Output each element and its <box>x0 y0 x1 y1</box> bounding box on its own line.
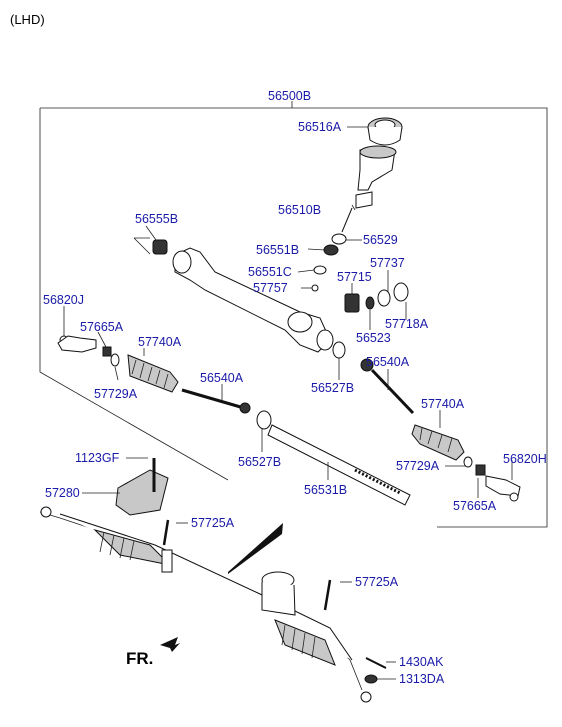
front-direction-label: FR. <box>126 649 153 668</box>
bushing-part <box>133 237 168 255</box>
part-label-57718A[interactable]: 57718A <box>385 317 429 331</box>
locknut-part <box>393 282 409 302</box>
part-label-56500B[interactable]: 56500B <box>268 89 311 103</box>
seal-ring-part <box>331 233 347 245</box>
part-label-57737[interactable]: 57737 <box>370 256 405 270</box>
seal-part <box>323 244 339 256</box>
valve-housing-part <box>341 145 397 233</box>
part-label-57725A-upper[interactable]: 57725A <box>191 516 235 530</box>
heat-shield-part <box>115 469 169 516</box>
part-label-1430AK[interactable]: 1430AK <box>399 655 444 669</box>
boot-right-part <box>411 424 473 468</box>
tie-rod-end-right-part <box>475 464 521 502</box>
part-label-56531B[interactable]: 56531B <box>304 483 347 497</box>
part-label-56820H[interactable]: 56820H <box>503 452 547 466</box>
yoke-plug-part <box>377 289 391 307</box>
boot-left-part <box>110 353 179 393</box>
yoke-part <box>344 293 360 313</box>
part-label-57729A-left[interactable]: 57729A <box>94 387 138 401</box>
part-label-57280[interactable]: 57280 <box>45 486 80 500</box>
part-label-56516A[interactable]: 56516A <box>298 120 342 134</box>
part-label-57665A-right[interactable]: 57665A <box>453 499 497 513</box>
inner-tie-rod-left-part <box>181 388 251 414</box>
part-label-56527B-left[interactable]: 56527B <box>238 455 281 469</box>
part-label-57725A-lower[interactable]: 57725A <box>355 575 399 589</box>
pinion-cover-part <box>367 117 403 146</box>
part-label-1313DA[interactable]: 1313DA <box>399 672 445 686</box>
part-label-56551C[interactable]: 56551C <box>248 265 292 279</box>
part-label-56527B-right[interactable]: 56527B <box>311 381 354 395</box>
part-label-1123GF[interactable]: 1123GF <box>75 451 120 465</box>
part-label-56551B[interactable]: 56551B <box>256 243 299 257</box>
assembly-arrow <box>228 523 283 574</box>
cotter-pin-part <box>365 657 387 669</box>
part-label-56820J[interactable]: 56820J <box>43 293 84 307</box>
part-label-57665A-left[interactable]: 57665A <box>80 320 124 334</box>
part-label-56529[interactable]: 56529 <box>363 233 398 247</box>
part-label-56510B[interactable]: 56510B <box>278 203 321 217</box>
part-label-56540A-right[interactable]: 56540A <box>366 355 410 369</box>
bolt-part <box>323 579 332 611</box>
front-arrow-icon <box>160 637 180 652</box>
part-label-57715[interactable]: 57715 <box>337 270 372 284</box>
tie-rod-end-left-part <box>57 335 112 357</box>
part-label-57757[interactable]: 57757 <box>253 281 288 295</box>
castle-nut-part <box>364 674 378 684</box>
o-ring-part <box>313 265 327 275</box>
bolt-part <box>162 519 170 546</box>
part-label-57740A-left[interactable]: 57740A <box>138 335 182 349</box>
ring-part <box>332 341 346 359</box>
rack-housing-part <box>172 247 334 353</box>
inner-tie-rod-right-part <box>360 358 415 415</box>
part-label-56523[interactable]: 56523 <box>356 331 391 345</box>
rack-bar-part <box>267 424 411 506</box>
part-label-57729A-right[interactable]: 57729A <box>396 459 440 473</box>
part-label-56540A-left[interactable]: 56540A <box>200 371 244 385</box>
assembled-steering-gear <box>39 506 372 703</box>
leader-lines <box>63 126 513 680</box>
part-label-56555B[interactable]: 56555B <box>135 212 178 226</box>
variant-label: (LHD) <box>10 12 45 27</box>
part-label-57740A-right[interactable]: 57740A <box>421 397 465 411</box>
spring-part <box>365 296 375 310</box>
ring-part <box>256 410 272 430</box>
assembly-boundary <box>39 107 548 528</box>
